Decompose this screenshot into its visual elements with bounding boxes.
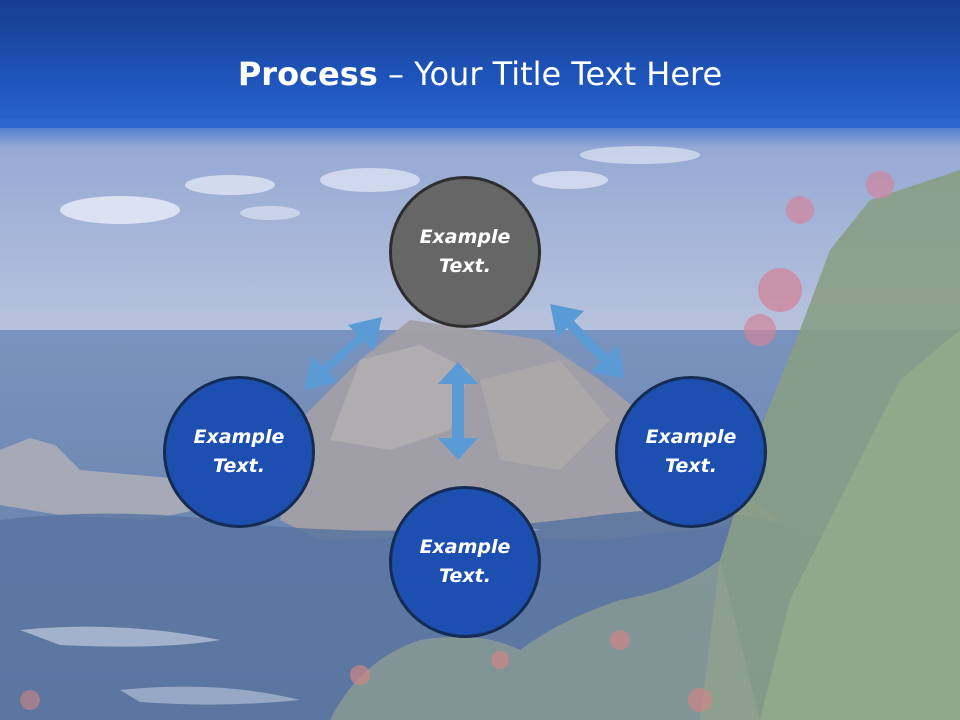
node-left-line1: Example [193,426,285,448]
node-bottom-line1: Example [419,536,511,558]
title-bar [0,0,960,128]
arrow-vertical [438,362,478,460]
node-top-line2: Text. [439,255,491,277]
title-bar-fade [0,118,960,148]
slide-title-bold: Process [237,55,378,93]
node-right-line1: Example [645,426,737,448]
arrow-top-right [550,304,625,379]
arrow-top-left [304,317,382,390]
slide-title-rest: – Your Title Text Here [377,55,723,93]
node-top-line1: Example [419,226,511,248]
slide-title[interactable]: Process – Your Title Text Here [0,52,960,96]
node-right-line2: Text. [665,455,717,477]
node-bottom-line2: Text. [439,565,491,587]
node-left-line2: Text. [213,455,265,477]
